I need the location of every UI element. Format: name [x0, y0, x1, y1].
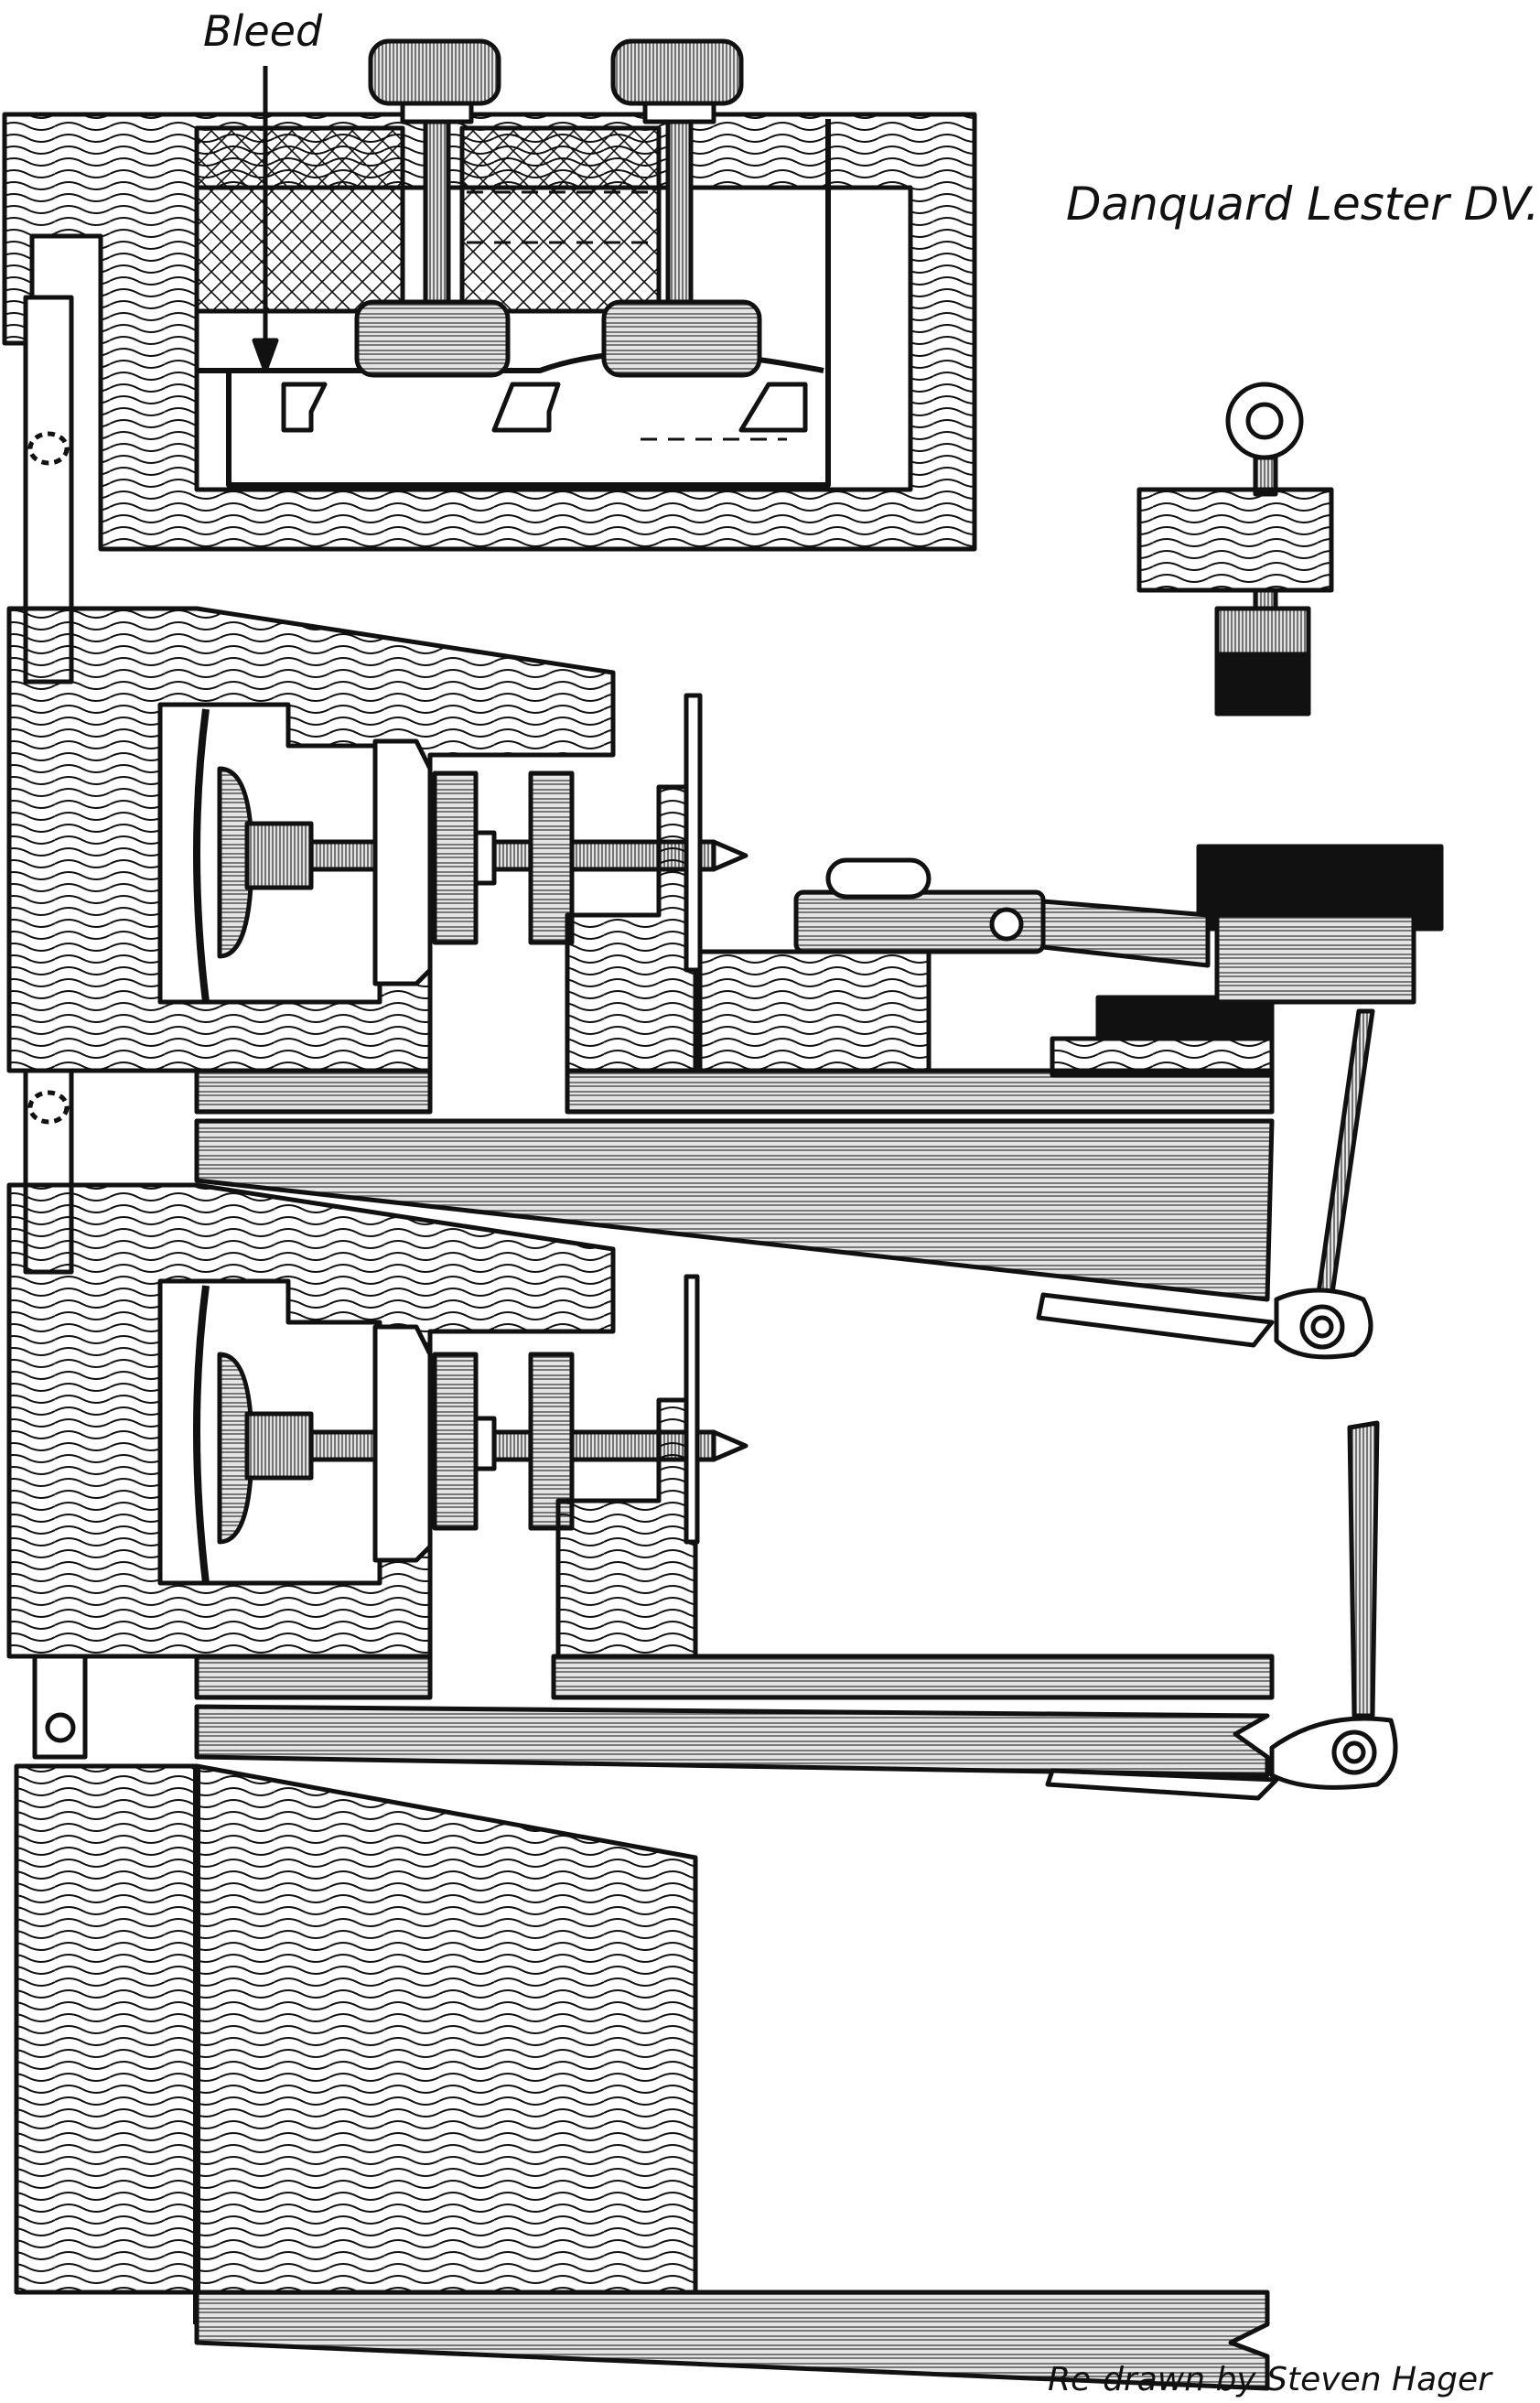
lower-diaphragm — [193, 1285, 210, 1584]
lower-rail-strip-right — [551, 1654, 1275, 1700]
jack-link — [1040, 899, 1211, 968]
base-block-main — [194, 1763, 698, 2295]
lower-rail-strip-left — [194, 1654, 433, 1700]
lower-pneumatic-stack — [6, 1182, 1275, 1700]
valve-seat-center — [491, 382, 561, 433]
valve-stem-right — [601, 38, 762, 378]
upper-key-lever-body — [194, 1118, 1275, 1302]
upper-rail-strip — [194, 1068, 433, 1115]
lower-spacer — [473, 1416, 497, 1471]
valve-seat-left — [281, 382, 328, 433]
valve-disc-left-top — [400, 101, 474, 124]
upper-key-underlay — [1036, 1292, 1275, 1348]
lower-felt-disc-2 — [528, 1352, 575, 1531]
valve-block-right — [459, 125, 662, 314]
bottom-key-lever — [194, 2290, 1270, 2391]
lower-shaft-tip — [711, 1429, 748, 1462]
valve-stem-left-rod — [423, 119, 451, 307]
detail-wood-block — [1136, 487, 1334, 593]
tube-joint-upper — [27, 431, 70, 466]
supply-channel — [226, 119, 831, 488]
upper-hub — [244, 821, 314, 890]
detail-button-felt — [1214, 652, 1311, 717]
base-block-left — [14, 1763, 199, 2295]
upper-guide-plate — [565, 784, 698, 1073]
lower-shaft — [308, 1429, 716, 1462]
upper-valve-housing — [372, 738, 433, 986]
upper-diaphragm — [193, 708, 210, 1003]
hammer-butt — [1214, 912, 1416, 1005]
lower-key-lever-body — [194, 1704, 1270, 1778]
upper-felt-disc-1 — [432, 770, 479, 945]
lower-pivot-center — [1342, 1740, 1366, 1764]
key-block — [697, 949, 932, 1073]
upper-pneumatic-stack — [6, 606, 748, 1115]
tube-port — [45, 1712, 76, 1743]
jack-pivot — [989, 907, 1024, 942]
lower-felt-disc-1 — [432, 1352, 479, 1531]
thumb-knob-top-left — [368, 38, 501, 106]
upper-vertical-rail — [684, 693, 703, 973]
lower-key-underlay — [1045, 1768, 1279, 1801]
thumb-knob-top-right — [610, 38, 744, 106]
valve-block-left — [194, 125, 405, 314]
key-shelf — [1050, 1036, 1275, 1078]
valve-stem-left — [354, 38, 511, 378]
damper-wire-upper — [1315, 1008, 1375, 1302]
bottom-key-lever-body — [194, 2290, 1270, 2391]
credit-label: Re-drawn by Steven Hager — [1048, 2361, 1493, 2398]
valve-disc-left-bottom — [354, 299, 511, 378]
eyelet-hole — [1245, 402, 1284, 440]
tube-joint-lower — [27, 1090, 70, 1125]
bleed-pointer — [252, 66, 279, 373]
lower-vertical-rail — [684, 1274, 700, 1545]
valve-stem-right-rod — [665, 119, 694, 307]
bleed-arrowhead — [252, 338, 279, 373]
valve-chest-assembly — [2, 112, 977, 552]
base-block — [14, 1763, 698, 2324]
valve-seat-right — [738, 382, 808, 433]
upper-shaft-tip — [711, 839, 748, 872]
lower-key-lever — [194, 1420, 1398, 1801]
key-lever-assembly — [565, 844, 1444, 1302]
upper-pivot-center — [1310, 1315, 1334, 1339]
regulating-screw-head — [825, 857, 932, 900]
regulating-button-detail — [1136, 382, 1334, 717]
damper-wire-lower — [1347, 1420, 1380, 1719]
detail-button-top — [1214, 606, 1311, 657]
valve-disc-right-bottom — [601, 299, 762, 378]
lower-hub — [244, 1411, 314, 1481]
upper-spacer — [473, 830, 497, 886]
valve-disc-right-top — [642, 101, 716, 124]
bleed-label: Bleed — [203, 6, 323, 56]
lower-valve-housing — [372, 1324, 433, 1563]
upper-shaft — [308, 839, 716, 872]
upper-felt-disc-2 — [528, 770, 575, 945]
upper-key-lever — [194, 1118, 1373, 1360]
diagram-title: Danquard Lester DV. — [1066, 178, 1539, 231]
